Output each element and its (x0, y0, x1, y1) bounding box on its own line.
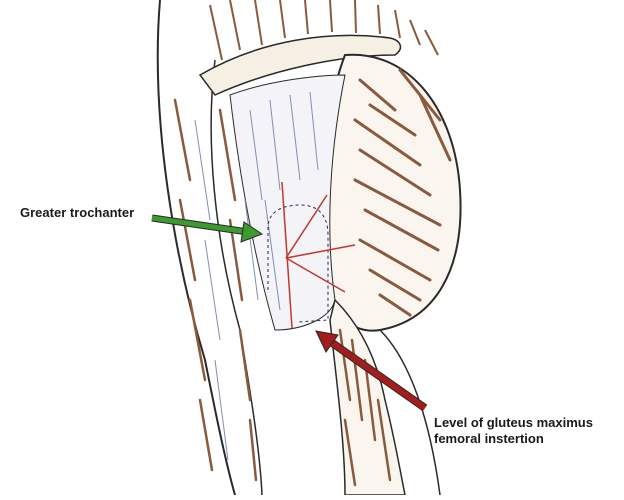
gluteus-insertion-label-line2: femoral instertion (434, 431, 593, 447)
thigh-tendon-lines (195, 120, 228, 460)
gluteus-maximus (324, 55, 461, 331)
greater-trochanter-arrow (152, 218, 262, 242)
gluteus-insertion-label-line1: Level of gluteus maximus (434, 415, 593, 431)
gluteus-insertion-label: Level of gluteus maximus femoral instert… (434, 415, 593, 447)
greater-trochanter-label: Greater trochanter (20, 205, 134, 221)
